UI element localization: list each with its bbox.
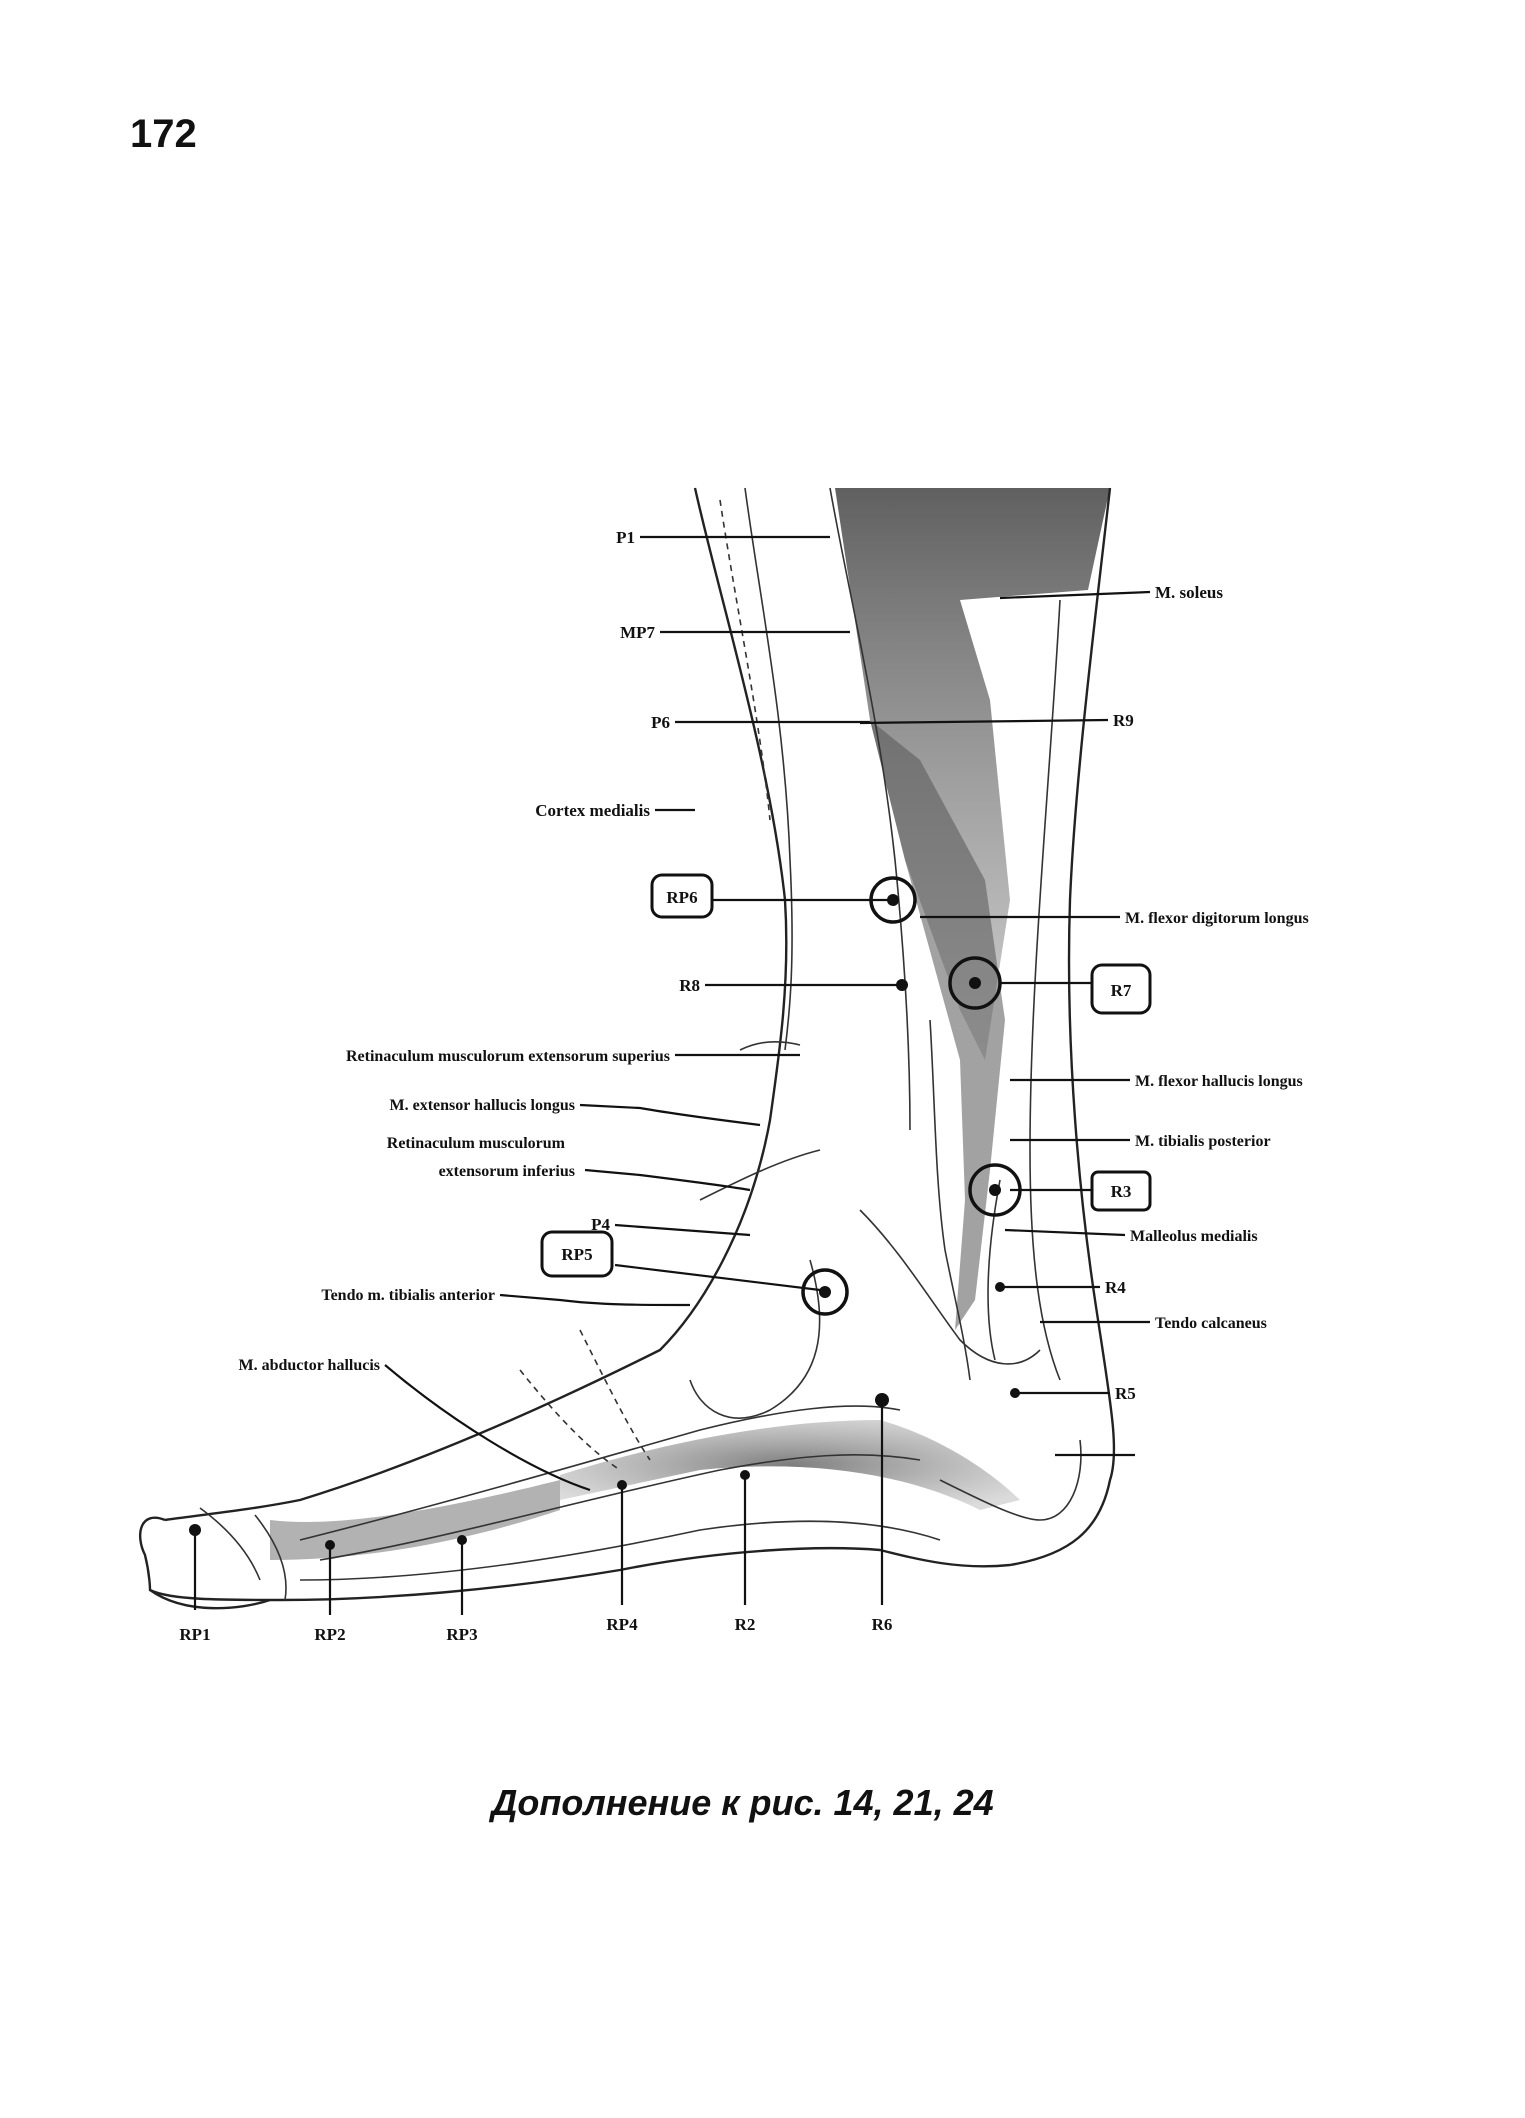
r5-dot: [1010, 1388, 1020, 1398]
label-r9: R9: [1113, 711, 1134, 730]
label-retinaculum-superior: Retinaculum musculorum extensorum superi…: [346, 1048, 670, 1065]
r6-dot: [875, 1393, 889, 1407]
label-retinaculum-inferior-1: Retinaculum musculorum: [387, 1135, 566, 1152]
rp4-dot: [617, 1480, 627, 1490]
label-ext-hallucis-longus: M. extensor hallucis longus: [390, 1097, 576, 1114]
retinaculum-superior-line: [740, 1042, 800, 1050]
toe-joint-2: [200, 1508, 260, 1580]
figure-caption: Дополнение к рис. 14, 21, 24: [0, 1782, 1505, 1824]
label-rp1: RP1: [179, 1625, 210, 1644]
label-r8: R8: [679, 976, 700, 995]
boxed-labels: RP6 R7 R3 RP5: [542, 875, 1150, 1276]
dorsal-dashed-2: [580, 1330, 650, 1460]
label-cortex-medialis: Cortex medialis: [535, 801, 650, 820]
retinaculum-inferior-line: [700, 1150, 820, 1200]
label-r5: R5: [1115, 1384, 1136, 1403]
label-rp4: RP4: [606, 1615, 638, 1634]
label-p4: P4: [591, 1215, 610, 1234]
label-r2: R2: [735, 1615, 756, 1634]
forefoot-shading: [270, 1480, 560, 1560]
label-r7: R7: [1111, 981, 1132, 1000]
label-r4: R4: [1105, 1278, 1126, 1297]
label-tendo-calcaneus: Tendo calcaneus: [1155, 1315, 1267, 1332]
label-p1: P1: [616, 528, 635, 547]
label-rp6: RP6: [666, 888, 697, 907]
achilles-line: [1030, 600, 1060, 1380]
label-rp2: RP2: [314, 1625, 345, 1644]
sole-shading: [560, 1420, 1020, 1510]
label-rp3: RP3: [446, 1625, 477, 1644]
label-flexor-digitorum: M. flexor digitorum longus: [1125, 910, 1309, 927]
label-r3: R3: [1111, 1182, 1132, 1201]
label-tibialis-posterior: M. tibialis posterior: [1135, 1133, 1271, 1150]
big-toe-contour: [140, 1518, 270, 1608]
label-rp5: RP5: [561, 1245, 592, 1264]
rp2-dot: [325, 1540, 335, 1550]
fascia-dashed: [720, 500, 770, 820]
left-labels: P1 MP7 P6 Cortex medialis R8 Retinaculum…: [239, 528, 701, 1374]
label-p6: P6: [651, 713, 670, 732]
label-m-soleus: M. soleus: [1155, 583, 1223, 602]
r7-dot: [969, 977, 981, 989]
rp3-dot: [457, 1535, 467, 1545]
achilles-line-2: [988, 1180, 1000, 1360]
r8-dot: [896, 979, 908, 991]
label-malleolus: Malleolus medialis: [1130, 1228, 1258, 1245]
label-tendo-tibialis: Tendo m. tibialis anterior: [321, 1287, 495, 1304]
rp1-dot: [189, 1524, 201, 1536]
r3-dot: [989, 1184, 1001, 1196]
r4-dot: [995, 1282, 1005, 1292]
r2-dot: [740, 1470, 750, 1480]
label-r6: R6: [872, 1615, 893, 1634]
rp6-dot: [887, 894, 899, 906]
label-abductor-hallucis: M. abductor hallucis: [239, 1357, 381, 1374]
dorsal-dashed-1: [520, 1370, 620, 1470]
label-retinaculum-inferior-2: extensorum inferius: [439, 1163, 575, 1180]
label-flexor-hallucis: M. flexor hallucis longus: [1135, 1073, 1303, 1090]
bottom-labels: RP1 RP2 RP3 RP4 R2 R6: [179, 1615, 892, 1644]
rp5-dot: [819, 1286, 831, 1298]
label-mp7: MP7: [620, 623, 655, 642]
